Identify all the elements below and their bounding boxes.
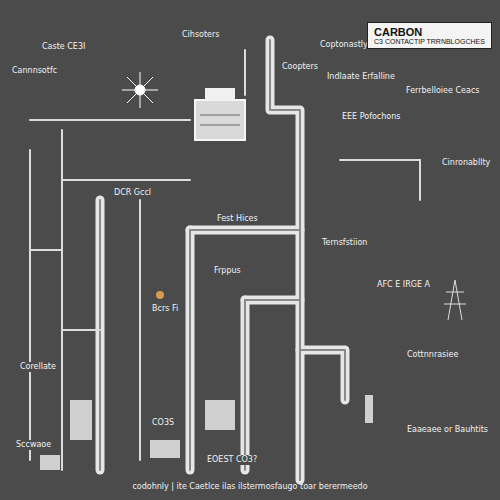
title-box: CARBONC3 CONTACTIP TRRNBLOGCHES bbox=[367, 22, 492, 49]
pipework bbox=[30, 40, 420, 480]
callout-label: Indlaate Erfalline bbox=[325, 72, 397, 82]
pylon-symbol bbox=[444, 280, 466, 320]
callout-label: Corellate bbox=[18, 362, 58, 372]
callout-label: AFC E IRGE A bbox=[375, 280, 432, 290]
callout-label: Frppus bbox=[212, 266, 243, 276]
contactor-vessel bbox=[195, 88, 245, 140]
callout-label: Coptonastly bbox=[318, 40, 370, 50]
plant-icons bbox=[40, 291, 373, 470]
callout-label: Fest Hices bbox=[215, 214, 260, 224]
caption: codohnly | ite Caetlce ilas ilstermosfau… bbox=[10, 482, 490, 491]
callout-label: Coopters bbox=[280, 62, 320, 72]
box-subtitle: C3 CONTACTIP TRRNBLOGCHES bbox=[374, 38, 485, 45]
callout-label: Caste CE3I bbox=[40, 42, 87, 52]
callout-label: Ternsfstiion bbox=[320, 238, 369, 248]
callout-label: DCR Gccl bbox=[112, 188, 153, 198]
callout-label: Cihsoters bbox=[180, 30, 221, 40]
callout-label: Ferrbelloiee Ceacs bbox=[404, 86, 481, 96]
callout-label: Eaaeaee or Bauhtits bbox=[405, 425, 490, 435]
callout-label: EOEST CO3? bbox=[205, 455, 259, 465]
callout-label: Bcrs Fi bbox=[150, 304, 180, 314]
spark-symbol bbox=[122, 72, 158, 108]
callout-label: CO3S bbox=[150, 418, 176, 428]
callout-label: EEE Pofochons bbox=[340, 112, 402, 122]
callout-label: Cottnnrasiee bbox=[405, 350, 460, 360]
callout-label: Sccwaoe bbox=[14, 440, 53, 450]
callout-label: Cannnsotfc bbox=[10, 66, 59, 76]
callout-label: Cinronabllty bbox=[440, 158, 492, 168]
box-heading: CARBON bbox=[374, 26, 485, 38]
